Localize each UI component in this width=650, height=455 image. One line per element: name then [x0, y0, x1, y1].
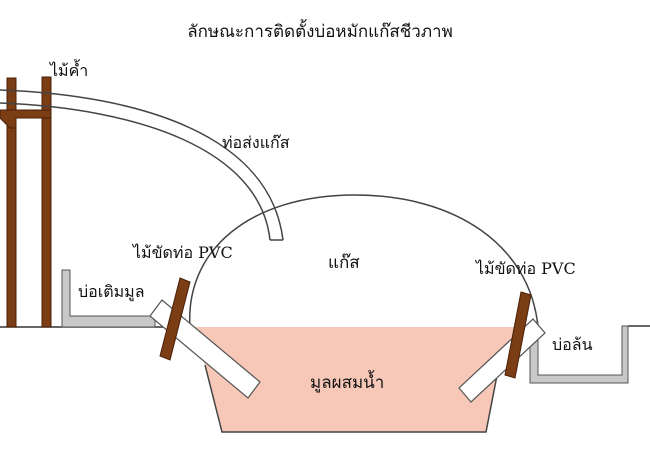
support-post-right [41, 76, 52, 328]
gas-pipe-outline-outer [0, 89, 284, 241]
label-support-post: ไม้ค้ำ [48, 59, 88, 80]
label-slurry: มูลผสมน้ำ [310, 370, 384, 393]
slurry-fill [191, 327, 538, 432]
label-inlet-pit: บ่อเติมมูล [78, 282, 145, 302]
diagram-title: ลักษณะการติดตั้งบ่อหมักแก๊สชีวภาพ [187, 19, 453, 42]
pvc-brace-left [159, 277, 191, 361]
label-gas-pipe: ท่อส่งแก๊ส [222, 133, 290, 152]
gas-pipe-outline-inner [0, 102, 271, 241]
label-gas: แก๊ส [328, 253, 360, 273]
gas-dome [189, 194, 539, 328]
label-outlet-pit: บ่อล้น [552, 335, 593, 354]
support-post-left [6, 77, 17, 328]
pvc-brace-right [504, 291, 532, 379]
support-crossbar [0, 109, 52, 129]
digester-bottom-outline [204, 359, 501, 433]
outlet-pvc-pipe [458, 318, 546, 403]
label-pvc-brace-left: ไม้ขัดท่อ PVC [131, 243, 233, 262]
label-pvc-brace-right: ไม้ขัดท่อ PVC [474, 259, 576, 278]
